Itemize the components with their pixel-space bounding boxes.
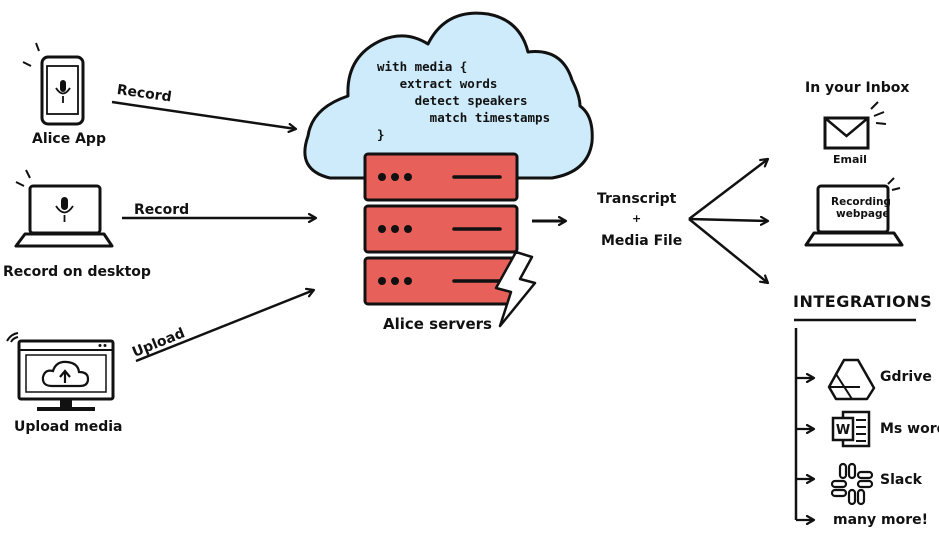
server-stack — [363, 152, 519, 306]
cloud-code-line-3: detect speakers — [377, 93, 528, 108]
upload-media-label: Upload media — [14, 419, 123, 435]
integrations-bracket — [794, 318, 916, 520]
cloud-code-line-2: extract words — [377, 76, 498, 91]
lightning-icon — [494, 250, 537, 328]
svg-text:W: W — [836, 423, 850, 438]
input-arrows — [111, 100, 316, 363]
webpage-laptop-icon — [804, 177, 904, 247]
monitor-icon — [6, 332, 115, 411]
transcript-label: Transcript — [597, 191, 677, 207]
fanout-arrows — [688, 159, 768, 283]
envelope-icon — [823, 101, 887, 150]
cloud-code-line-1: with media { — [377, 59, 468, 74]
integration-item-gdrive: Gdrive — [880, 369, 932, 385]
integrations-title: INTEGRATIONS — [793, 292, 933, 311]
cloud-code-line-4: match timestamps — [377, 110, 551, 125]
cloud-code-line-5: } — [377, 127, 385, 142]
laptop-icon — [14, 169, 114, 248]
webpage-label-line1: Recording — [831, 196, 891, 208]
ms-word-icon: W — [831, 410, 871, 448]
alice-app-label: Alice App — [32, 131, 106, 147]
slack-icon — [830, 462, 874, 506]
phone-icon — [22, 42, 85, 126]
integrations-more-label: many more! — [833, 512, 928, 528]
gdrive-icon — [827, 358, 876, 401]
alice-servers-label: Alice servers — [383, 315, 492, 333]
integration-item-slack: Slack — [880, 472, 922, 488]
inbox-title: In your Inbox — [805, 80, 910, 96]
arrow-label-record-desktop: Record — [134, 202, 190, 218]
webpage-label-line2: webpage — [836, 208, 890, 220]
integration-item-ms-word: Ms word — [880, 421, 939, 437]
record-desktop-label: Record on desktop — [3, 264, 151, 280]
plus-label: + — [632, 212, 642, 225]
email-label: Email — [833, 153, 867, 166]
media-file-label: Media File — [601, 233, 683, 249]
cloud-shape — [303, 11, 594, 180]
